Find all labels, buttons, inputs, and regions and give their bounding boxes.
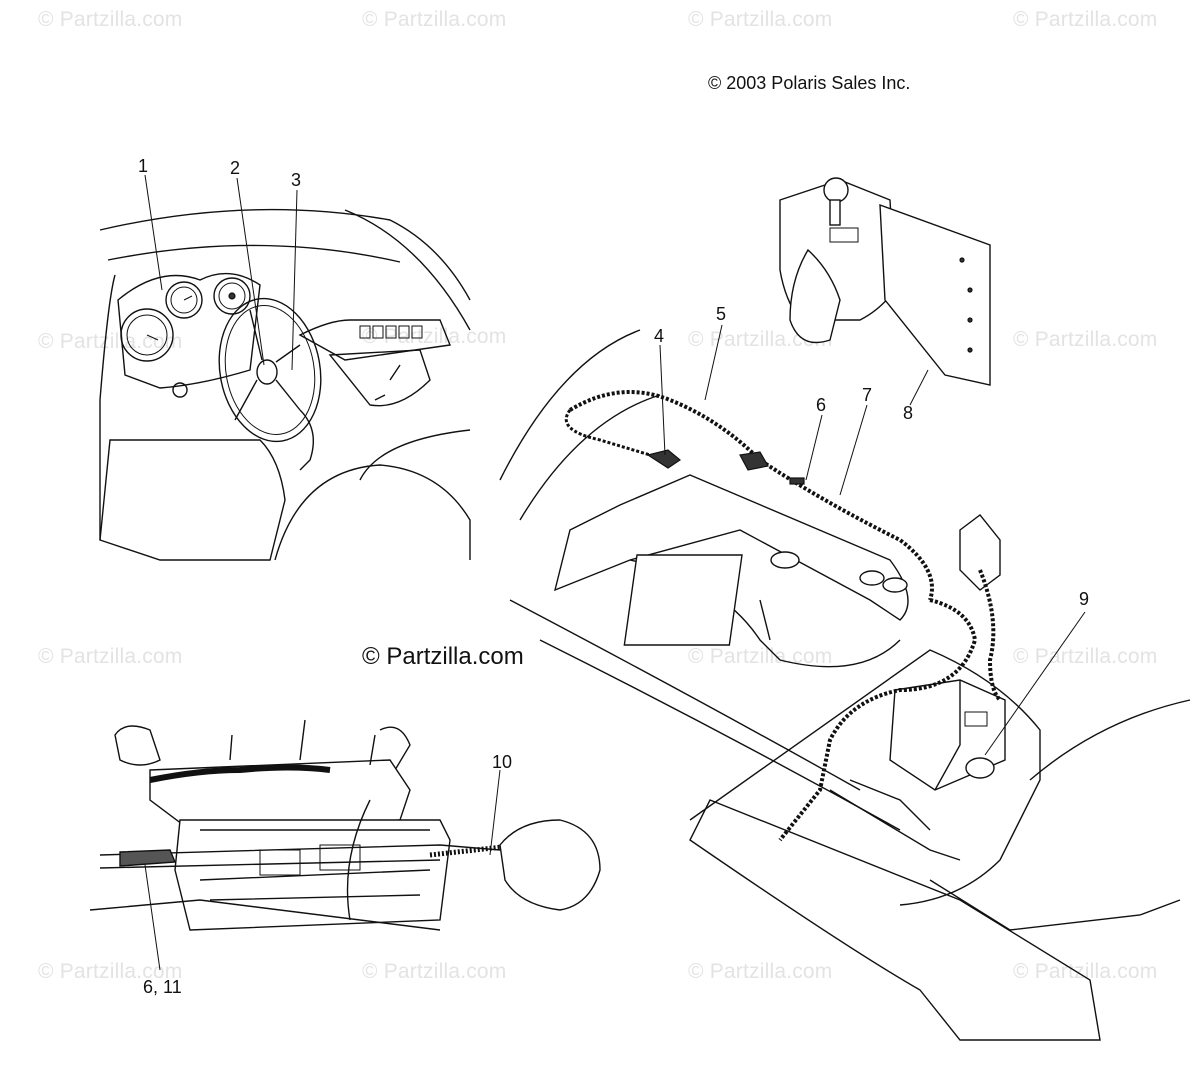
callout-label: 10 [492, 752, 512, 772]
watermark: © Partzilla.com [1013, 328, 1158, 351]
partzilla-mark: © Partzilla.com [362, 643, 524, 670]
callout-label: 8 [903, 403, 913, 423]
callout-label: 6, 11 [143, 977, 182, 997]
callout-label: 4 [654, 326, 664, 346]
watermark: © Partzilla.com [1013, 8, 1158, 31]
callout-label: 1 [138, 156, 148, 176]
watermark: © Partzilla.com [688, 645, 833, 668]
callout-label: 7 [862, 385, 872, 405]
watermark: © Partzilla.com [38, 8, 183, 31]
watermark: © Partzilla.com [38, 960, 183, 983]
callout-label: 6 [816, 395, 826, 415]
engine-view [89, 719, 601, 931]
watermark: © Partzilla.com [362, 8, 507, 31]
callout-label: 5 [716, 304, 726, 324]
copyright-notice: © 2003 Polaris Sales Inc. [708, 73, 911, 93]
callouts: 1 2 3 4 5 6 7 8 9 10 6, 11 [138, 156, 1089, 997]
watermark: © Partzilla.com [362, 325, 507, 348]
dashboard-view [99, 208, 471, 561]
cable-routing-view [499, 177, 1191, 1041]
watermark: © Partzilla.com [38, 645, 183, 668]
watermark: © Partzilla.com [688, 960, 833, 983]
watermark: © Partzilla.com [362, 960, 507, 983]
watermark: © Partzilla.com [688, 328, 833, 351]
callout-label: 2 [230, 158, 240, 178]
callout-label: 9 [1079, 589, 1089, 609]
watermark: © Partzilla.com [688, 8, 833, 31]
watermark: © Partzilla.com [38, 330, 183, 353]
callout-label: 3 [291, 170, 301, 190]
watermark: © Partzilla.com [1013, 960, 1158, 983]
watermark: © Partzilla.com [1013, 645, 1158, 668]
